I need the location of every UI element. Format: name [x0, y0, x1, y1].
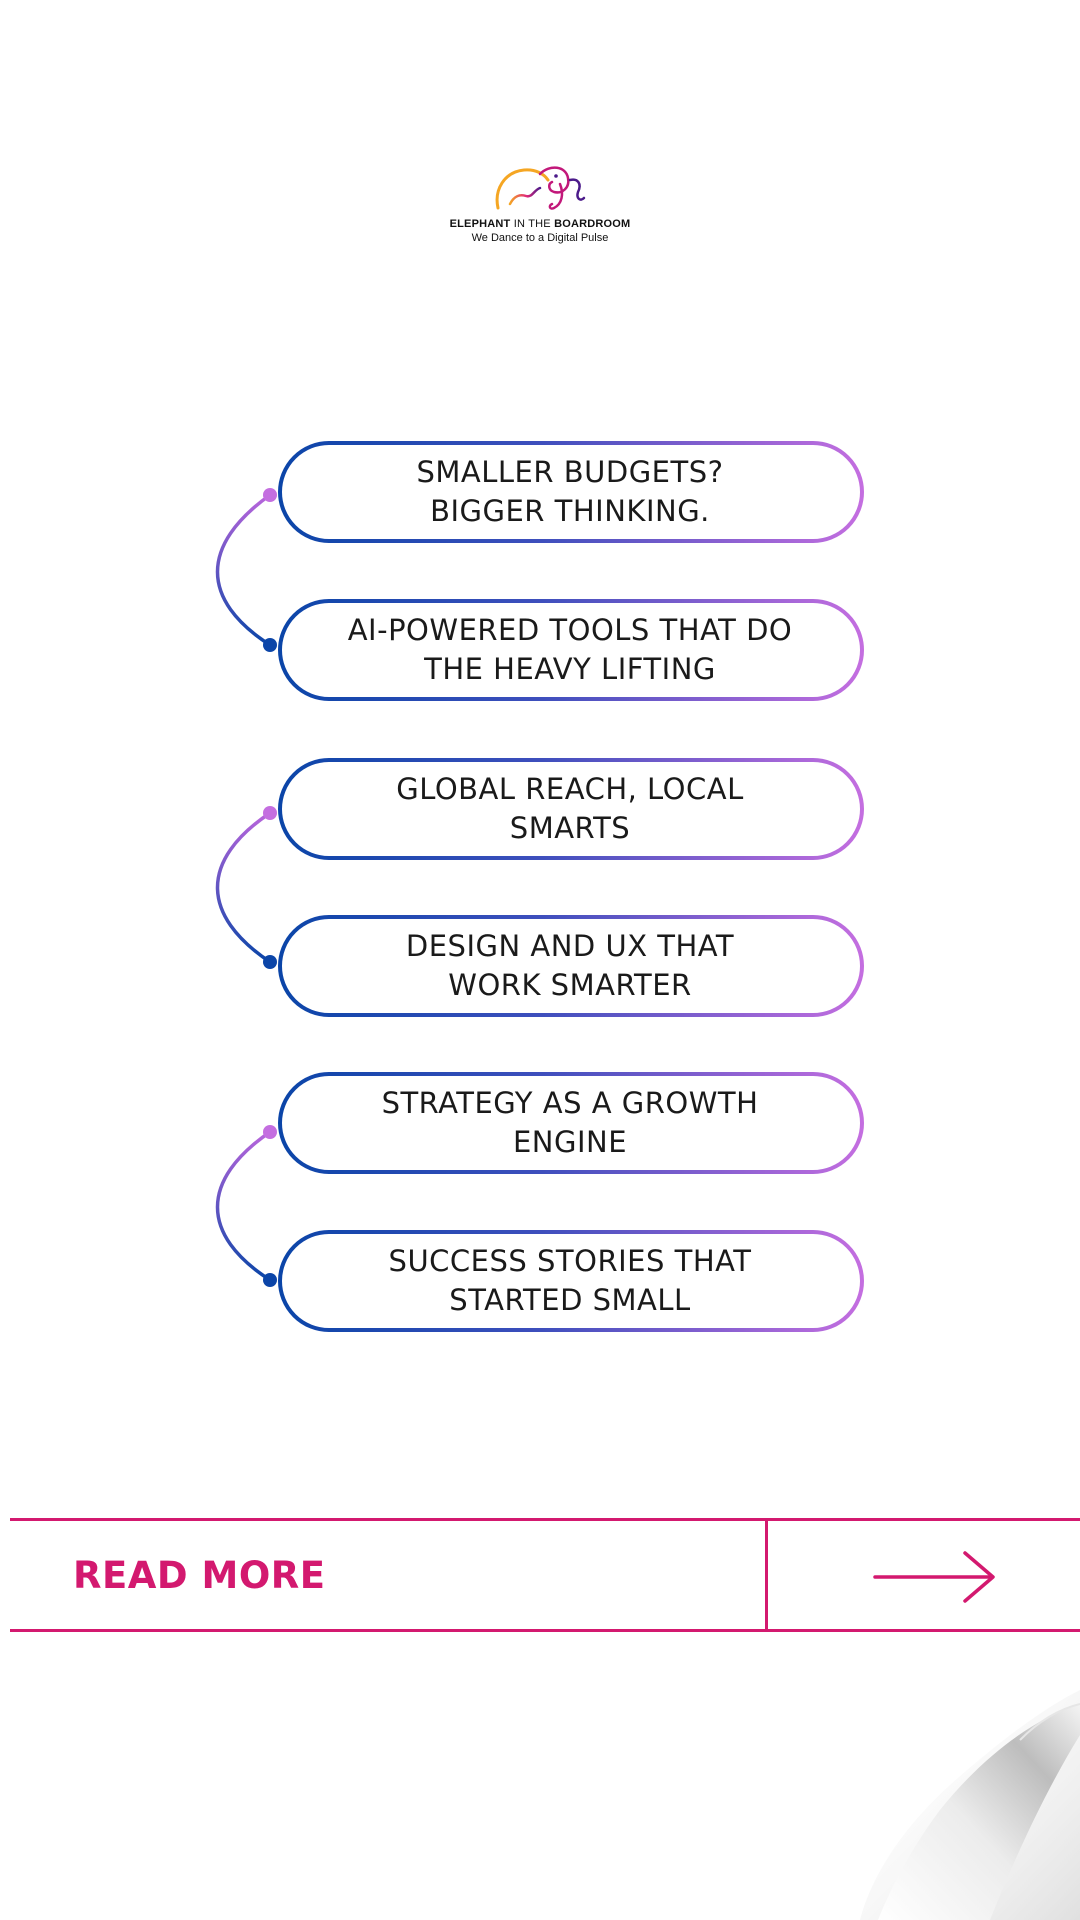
pill-text-line2: SMARTS: [509, 811, 631, 845]
connector-dot: [263, 488, 277, 502]
pill-text-line2: THE HEAVY LIFTING: [424, 652, 716, 686]
connector-dot: [263, 1273, 277, 1287]
pill-item-success-stories[interactable]: SUCCESS STORIES THAT STARTED SMALL: [281, 1231, 859, 1331]
pill-outline: [278, 441, 864, 543]
read-more-divider: [765, 1521, 768, 1629]
read-more-button[interactable]: READ MORE: [10, 1518, 1080, 1632]
brand-logo[interactable]: ELEPHANT IN THE BOARDROOM We Dance to a …: [440, 160, 640, 244]
arrow-right-icon[interactable]: [865, 1549, 1001, 1605]
pill-item-ai-powered-tools[interactable]: AI-POWERED TOOLS THAT DO THE HEAVY LIFTIN…: [281, 600, 859, 700]
connector-dot: [263, 955, 277, 969]
brand-name-part3: BOARDROOM: [554, 218, 631, 230]
connector-dot: [263, 638, 277, 652]
brand-name: ELEPHANT IN THE BOARDROOM: [440, 218, 640, 230]
connector-dot: [263, 806, 277, 820]
pill-text-line1: SUCCESS STORIES THAT: [388, 1244, 752, 1278]
pill-outline: [278, 1230, 864, 1332]
pill-outline: [278, 1072, 864, 1174]
pill-text-line2: STARTED SMALL: [449, 1283, 691, 1317]
pill-text-line2: WORK SMARTER: [448, 968, 692, 1002]
pill-text-line1: AI-POWERED TOOLS THAT DO: [347, 613, 793, 647]
pill-text-line2: ENGINE: [512, 1125, 628, 1159]
read-more-label: READ MORE: [73, 1553, 326, 1597]
connector-line: [215, 811, 271, 964]
connector-dot: [263, 1125, 277, 1139]
pill-item-design-ux[interactable]: DESIGN AND UX THAT WORK SMARTER: [281, 916, 859, 1016]
brand-name-part1: ELEPHANT: [449, 218, 511, 230]
pill-item-strategy[interactable]: STRATEGY AS A GROWTH ENGINE: [281, 1073, 859, 1173]
pill-text-line2: BIGGER THINKING.: [430, 494, 710, 528]
pill-text-line1: GLOBAL REACH, LOCAL: [396, 772, 744, 806]
pill-outline: [278, 915, 864, 1017]
pill-outline: [278, 758, 864, 860]
connector-line: [215, 493, 272, 647]
page-curl-icon: [860, 1690, 1080, 1920]
brand-name-part2: IN THE: [513, 218, 551, 230]
pill-item-smaller-budgets[interactable]: SMALLER BUDGETS? BIGGER THINKING.: [281, 442, 859, 542]
pill-item-global-reach[interactable]: GLOBAL REACH, LOCAL SMARTS: [281, 759, 859, 859]
pill-text-line1: SMALLER BUDGETS?: [416, 455, 724, 489]
pill-text-line1: DESIGN AND UX THAT: [405, 929, 735, 963]
brand-tagline: We Dance to a Digital Pulse: [471, 232, 609, 244]
elephant-icon: [495, 166, 586, 210]
pill-text-line1: STRATEGY AS A GROWTH: [381, 1086, 759, 1120]
connector-line: [215, 1130, 271, 1282]
pill-outline: [278, 599, 864, 701]
